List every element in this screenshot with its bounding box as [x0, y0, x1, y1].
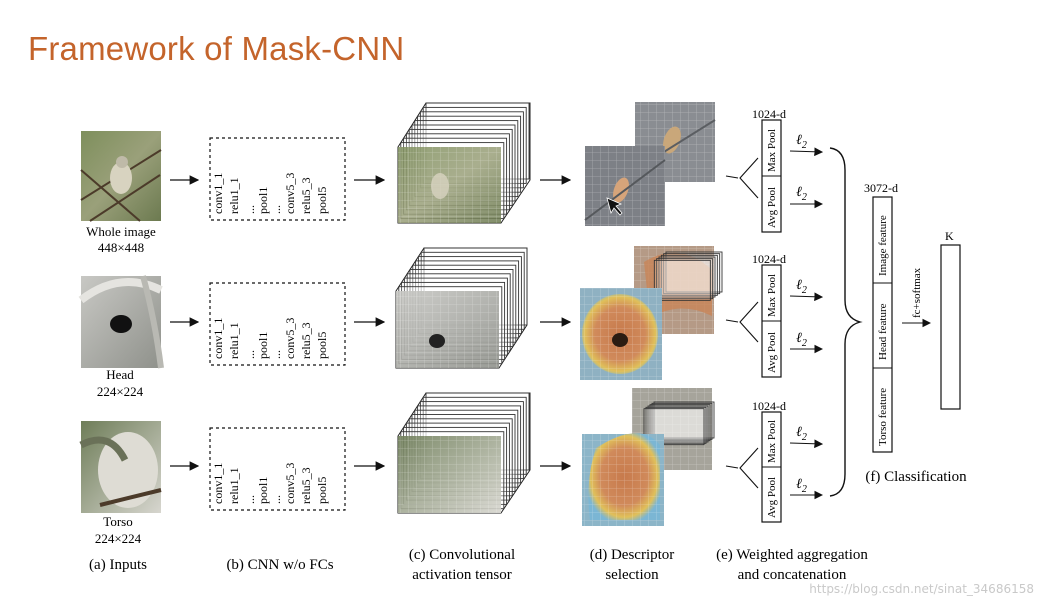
k-label: K — [945, 229, 954, 243]
l2-label: ℓ2 — [796, 477, 807, 495]
page-title: Framework of Mask-CNN — [28, 30, 405, 67]
fork-arrow — [739, 447, 759, 489]
avg-pool-label: Avg Pool — [766, 187, 778, 228]
cnn-layer-conv1-1: conv1_1 — [211, 463, 225, 504]
cnn-layer-pool5: pool5 — [315, 332, 329, 359]
max-pool-label: Max Pool — [766, 129, 778, 172]
fork-arrow — [739, 157, 759, 199]
cnn-layer-relu5-3: relu5_3 — [299, 177, 313, 214]
avg-pool-label: Avg Pool — [766, 477, 778, 518]
concat-brace — [829, 147, 863, 497]
fork-arrow — [739, 301, 759, 343]
cnn-layer-ellipsis: ... — [243, 495, 257, 504]
caption-selection-1: (d) Descriptor — [590, 547, 675, 563]
cnn-layer-conv5-3: conv5_3 — [283, 318, 297, 359]
cnn-layer-pool1: pool1 — [256, 187, 270, 214]
cnn-layer-pool1: pool1 — [256, 477, 270, 504]
cnn-layer-relu1-1: relu1_1 — [227, 467, 241, 504]
input-name-whole: Whole image — [86, 224, 156, 239]
avg-pool-label: Avg Pool — [766, 332, 778, 373]
tensor-slice — [658, 256, 716, 298]
caption-cnn: (b) CNN w/o FCs — [226, 557, 333, 573]
caption-classification: (f) Classification — [865, 469, 967, 485]
descriptor-selection — [582, 388, 715, 526]
dim-1024: 1024-d — [752, 107, 786, 121]
max-pool-label: Max Pool — [766, 420, 778, 463]
activation-tensor — [395, 247, 528, 369]
tensor-slice — [651, 402, 713, 440]
input-size-torso: 224×224 — [95, 531, 142, 546]
cnn-layer-pool1: pool1 — [256, 332, 270, 359]
head-feature-label: Head feature — [877, 303, 889, 360]
activation-tensor — [397, 102, 531, 224]
l2-label: ℓ2 — [796, 331, 807, 349]
cnn-box — [209, 137, 346, 221]
caption-tensor-1: (c) Convolutional — [409, 547, 515, 563]
tensor-slice — [653, 259, 711, 301]
cnn-box — [209, 282, 346, 366]
cnn-layer-pool5: pool5 — [315, 187, 329, 214]
class-output-vector — [940, 244, 961, 410]
cnn-layer-conv1-1: conv1_1 — [211, 318, 225, 359]
image-feature-label: Image feature — [877, 215, 889, 276]
dim-3072: 3072-d — [864, 181, 898, 195]
cnn-layer-relu5-3: relu5_3 — [299, 322, 313, 359]
watermark: https://blog.csdn.net/sinat_34686158 — [809, 582, 1034, 596]
input-size-whole: 448×448 — [98, 240, 144, 255]
descriptor-selection — [584, 102, 716, 226]
max-pool-label: Max Pool — [766, 274, 778, 317]
cnn-layer-conv1-1: conv1_1 — [211, 173, 225, 214]
torso-feature-label: Torso feature — [877, 388, 889, 446]
cnn-layer-conv5-3: conv5_3 — [283, 173, 297, 214]
caption-aggregation-1: (e) Weighted aggregation — [716, 547, 868, 563]
l2-label: ℓ2 — [796, 425, 807, 443]
input-size-head: 224×224 — [97, 384, 144, 399]
cnn-layer-ellipsis: ... — [269, 495, 283, 504]
concat-feature-vector — [872, 196, 893, 453]
caption-selection-2: selection — [605, 567, 659, 583]
cnn-layer-ellipsis: ... — [243, 350, 257, 359]
input-name-torso: Torso — [103, 514, 132, 529]
l2-label: ℓ2 — [796, 278, 807, 296]
caption-inputs: (a) Inputs — [89, 557, 147, 573]
cnn-layer-relu5-3: relu5_3 — [299, 467, 313, 504]
l2-label: ℓ2 — [796, 185, 807, 203]
cursor-icon — [606, 197, 623, 216]
cnn-layer-ellipsis: ... — [243, 205, 257, 214]
cnn-layer-relu1-1: relu1_1 — [227, 177, 241, 214]
input-image-whole — [80, 131, 162, 222]
cnn-layer-relu1-1: relu1_1 — [227, 322, 241, 359]
tensor-slice — [660, 254, 718, 296]
cnn-layer-pool5: pool5 — [315, 477, 329, 504]
cnn-layer-conv5-3: conv5_3 — [283, 463, 297, 504]
activation-tensor — [397, 392, 531, 514]
cnn-layer-ellipsis: ... — [269, 350, 283, 359]
input-image-torso — [79, 421, 162, 513]
l2-label: ℓ2 — [796, 133, 807, 151]
cnn-layer-ellipsis: ... — [269, 205, 283, 214]
input-image-head — [78, 275, 164, 369]
caption-aggregation-2: and concatenation — [738, 567, 847, 583]
dim-1024: 1024-d — [752, 252, 786, 266]
dim-1024: 1024-d — [752, 399, 786, 413]
input-name-head: Head — [106, 367, 134, 382]
caption-tensor-2: activation tensor — [412, 567, 512, 583]
descriptor-selection — [580, 246, 723, 380]
tensor-slice — [656, 258, 714, 300]
cnn-box — [209, 427, 346, 511]
fc-softmax-label: fc+softmax — [911, 267, 923, 318]
